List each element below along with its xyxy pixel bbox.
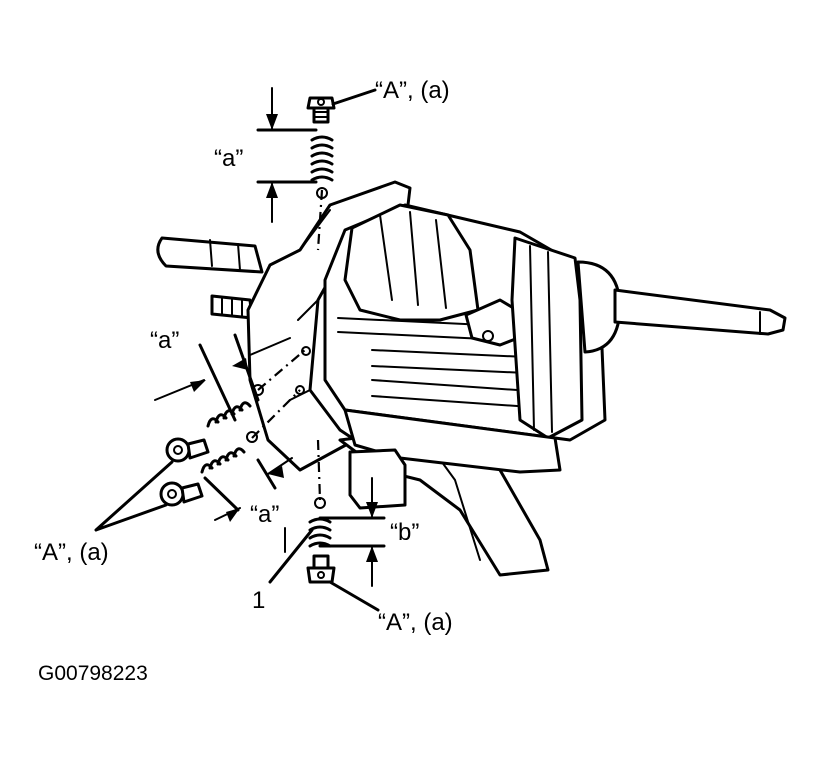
label-bolt-top: “A”, (a) (375, 77, 450, 104)
left-spring-assembly (94, 346, 311, 532)
dimension-a-left (154, 333, 291, 422)
label-bolt-left: “A”, (a) (34, 539, 109, 566)
figure-id: G00798223 (38, 662, 148, 685)
label-dim-a-top: “a” (214, 145, 243, 172)
label-dim-b: “b” (390, 519, 419, 546)
dimension-a-top (256, 87, 318, 223)
label-callout-1: 1 (252, 587, 265, 614)
dimension-a-lower (203, 457, 293, 522)
label-bolt-bottom: “A”, (a) (378, 609, 453, 636)
label-dim-a-lower: “a” (250, 501, 279, 528)
top-spring-assembly (306, 88, 377, 251)
dimension-b (318, 477, 386, 587)
callout-1-leader (268, 527, 314, 584)
label-dim-a-left: “a” (150, 327, 179, 354)
